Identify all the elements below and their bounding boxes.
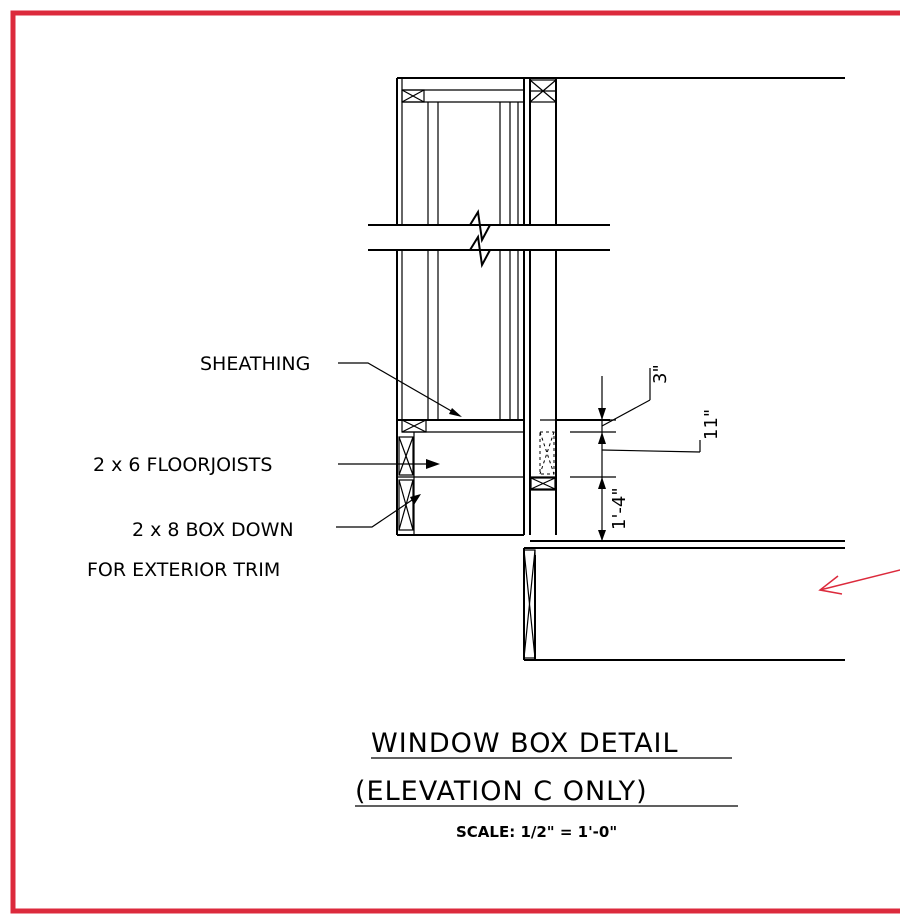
dimension-one-four: 1'-4" xyxy=(609,487,630,530)
markup-arrow xyxy=(818,569,900,595)
dimension-eleven-inch: 11" xyxy=(701,409,722,440)
dimension-three-inch: 3" xyxy=(650,364,671,384)
wall-framing xyxy=(396,77,845,535)
label-floorjoists: 2 x 6 FLOORJOISTS xyxy=(93,454,272,476)
floor-system xyxy=(523,419,845,661)
label-box-down-line2: FOR EXTERIOR TRIM xyxy=(87,559,280,581)
dimension-lines xyxy=(540,368,701,542)
detail-scale: SCALE: 1/2" = 1'-0" xyxy=(456,823,617,841)
detail-subtitle: (ELEVATION C ONLY) xyxy=(355,776,648,807)
label-box-down-line1: 2 x 8 BOX DOWN xyxy=(132,519,294,541)
break-line xyxy=(368,209,610,269)
detail-title: WINDOW BOX DETAIL xyxy=(371,728,679,759)
sheet-border xyxy=(10,10,900,914)
label-leaders xyxy=(336,362,462,528)
label-sheathing: SHEATHING xyxy=(200,353,310,375)
floor-joist-framing xyxy=(397,431,556,536)
